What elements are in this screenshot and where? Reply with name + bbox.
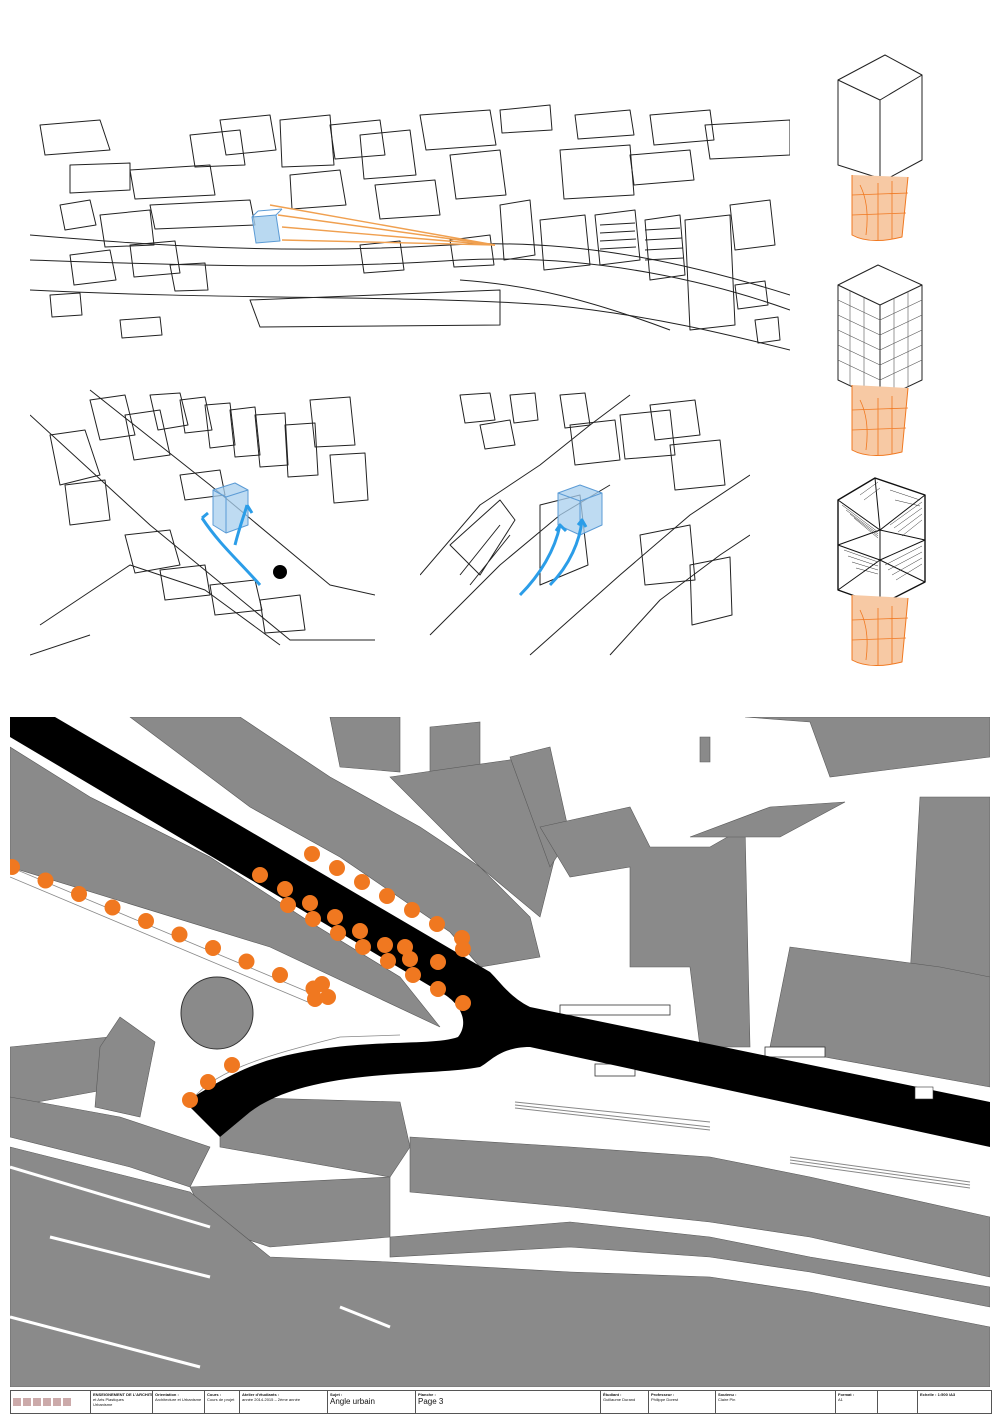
workshop-label: Atelier d'étudiants : [242, 1392, 280, 1397]
tree-marker [304, 846, 320, 862]
tree-marker [104, 899, 121, 916]
tree-marker [330, 925, 346, 941]
tree-marker [329, 860, 345, 876]
school-line2: et Arts Plastiques [93, 1397, 124, 1402]
perspective-view-right [420, 385, 750, 665]
professor-label: Professeur : [651, 1392, 675, 1397]
tree-marker [272, 967, 288, 983]
tree-marker [355, 939, 371, 955]
school-line3: Urbanisme [93, 1402, 113, 1407]
professor-value: Philippe Dorest [651, 1397, 679, 1402]
plan-trees [10, 846, 471, 1108]
tree-marker [182, 1092, 198, 1108]
title-block: ENSEIGNEMENT DE L'ARCHITECTURE et Arts P… [10, 1390, 992, 1414]
tower-study-faceted [830, 470, 940, 670]
tree-marker [327, 909, 343, 925]
tree-marker [354, 874, 370, 890]
tree-marker [171, 926, 188, 943]
tree-marker [404, 902, 420, 918]
tower-study-grid [830, 260, 930, 460]
tree-marker [405, 967, 421, 983]
tree-marker [71, 886, 87, 902]
format-value: A1 [838, 1397, 843, 1402]
tree-marker [379, 888, 395, 904]
subject-value: Angle urbain [330, 1397, 375, 1406]
tower-study-plain [830, 45, 930, 245]
site-plan [10, 717, 990, 1387]
subject-label: Sujet : [330, 1392, 343, 1397]
tree-marker [430, 954, 446, 970]
tree-marker [277, 881, 293, 897]
tree-marker [252, 867, 268, 883]
tree-marker [10, 859, 20, 875]
orientation-label: Orientation : [155, 1392, 179, 1397]
student-label: Étudiant : [603, 1392, 622, 1397]
plan-road [10, 717, 990, 1147]
tree-marker [402, 951, 418, 967]
tree-marker [429, 916, 445, 932]
tree-marker [455, 995, 471, 1011]
tree-marker [305, 911, 321, 927]
school-logo [11, 1391, 91, 1413]
tree-marker [238, 953, 255, 970]
tree-marker [37, 872, 54, 889]
course-label: Cours : [207, 1392, 221, 1397]
tree-marker [380, 953, 396, 969]
tree-marker [280, 897, 296, 913]
school-name: ENSEIGNEMENT DE L'ARCHITECTURE [93, 1392, 152, 1397]
tree-marker [224, 1057, 240, 1073]
plan-buildings [10, 717, 990, 1387]
tree-marker [397, 939, 413, 955]
tree-marker [200, 1074, 216, 1090]
tree-marker [314, 976, 330, 992]
tree-marker [307, 991, 323, 1007]
workshop-value: année 2014-2015 – 2ème année [242, 1397, 301, 1402]
sheet-label: Planche : [418, 1392, 436, 1397]
tower-faceted-icon [837, 477, 926, 606]
tree-marker [430, 981, 446, 997]
tree-marker [377, 937, 393, 953]
aerial-sketch-wide [30, 95, 790, 365]
perspective-view-left [30, 385, 375, 665]
tree-marker [320, 989, 336, 1005]
tree-marker [138, 913, 154, 929]
tree-marker [352, 923, 368, 939]
student-value: Guillaume Durand [603, 1397, 636, 1402]
assistant-value: Claire Pin [718, 1397, 736, 1402]
tree-marker [205, 940, 221, 956]
orientation-value: Architecture et Urbanisme [155, 1397, 202, 1402]
course-value: Cours de projet [207, 1397, 235, 1402]
scale-label: Echelle : 1:500 /A3 [920, 1392, 956, 1397]
format-label: Format : [838, 1392, 854, 1397]
tree-marker [302, 895, 318, 911]
tree-marker [455, 941, 471, 957]
sheet-value: Page 3 [418, 1397, 444, 1406]
assistant-label: Soutenu : [718, 1392, 737, 1397]
